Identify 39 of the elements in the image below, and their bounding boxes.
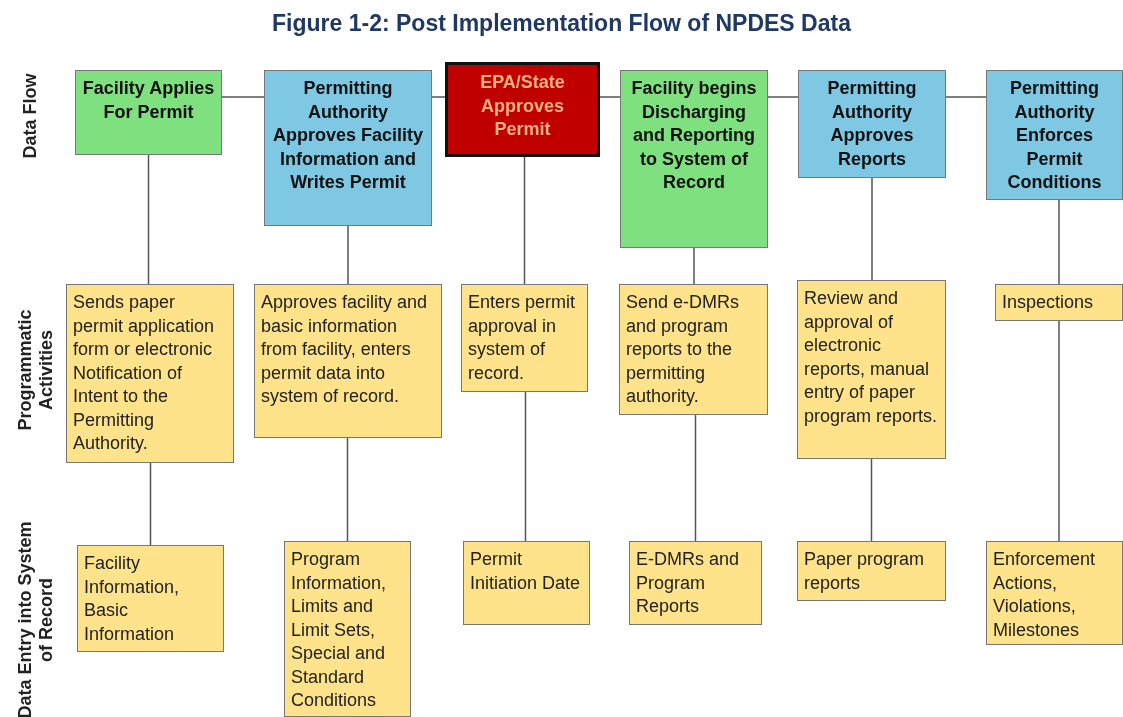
connector-line bbox=[346, 437, 349, 542]
activity-box: E-DMRs and Program Reports bbox=[629, 541, 762, 625]
connector-line bbox=[599, 96, 621, 98]
connector-line bbox=[871, 177, 873, 281]
connector-line bbox=[524, 391, 527, 542]
connector-line bbox=[870, 458, 873, 542]
process-box: Facility Applies For Permit bbox=[75, 70, 222, 155]
connector-line bbox=[523, 156, 526, 285]
process-box: Permitting Authority Approves Facility Information and Writes Permit bbox=[264, 70, 432, 226]
process-box: Permitting Authority Approves Reports bbox=[798, 70, 946, 178]
connector-line bbox=[431, 96, 446, 98]
process-box: EPA/State Approves Permit bbox=[445, 62, 600, 157]
activity-box: Enforcement Actions, Violations, Milestones bbox=[986, 541, 1123, 645]
process-box: Facility begins Discharging and Reporting to System of Record bbox=[620, 70, 768, 248]
connector-line bbox=[693, 247, 695, 285]
connector-line bbox=[694, 414, 697, 542]
connector-line bbox=[347, 225, 349, 285]
activity-box: Facility Information, Basic Information bbox=[77, 545, 224, 652]
row-label: Programmatic Activities bbox=[15, 308, 57, 433]
connector-line bbox=[767, 96, 799, 98]
activity-box: Review and approval of electronic reports, manual entry of paper program reports. bbox=[797, 280, 946, 459]
connector-line bbox=[149, 462, 152, 546]
connector-line bbox=[1058, 199, 1060, 285]
activity-box: Approves facility and basic information from facility, enters permit data into system of record. bbox=[254, 284, 442, 438]
activity-box: Sends paper permit application form or electronic Notification of Intent to the Permitting Authority. bbox=[66, 284, 234, 463]
connector-line bbox=[945, 96, 987, 98]
activity-box: Permit Initiation Date bbox=[463, 541, 590, 625]
connector-line bbox=[221, 96, 265, 98]
activity-box: Program Information, Limits and Limit Sets, Special and Standard Conditions bbox=[284, 541, 411, 717]
connector-line bbox=[1058, 320, 1060, 542]
connector-line bbox=[147, 154, 150, 285]
activity-box: Inspections bbox=[995, 284, 1123, 321]
activity-box: Enters permit approval in system of record. bbox=[461, 284, 588, 392]
activity-box: Send e-DMRs and program reports to the permitting authority. bbox=[619, 284, 768, 415]
row-label: Data Entry into System of Record bbox=[15, 520, 57, 717]
process-box: Permitting Authority Enforces Permit Conditions bbox=[986, 70, 1123, 200]
figure-title: Figure 1-2: Post Implementation Flow of NPDES Data bbox=[271, 10, 853, 37]
row-label: Data Flow bbox=[19, 72, 41, 161]
activity-box: Paper program reports bbox=[797, 541, 946, 601]
